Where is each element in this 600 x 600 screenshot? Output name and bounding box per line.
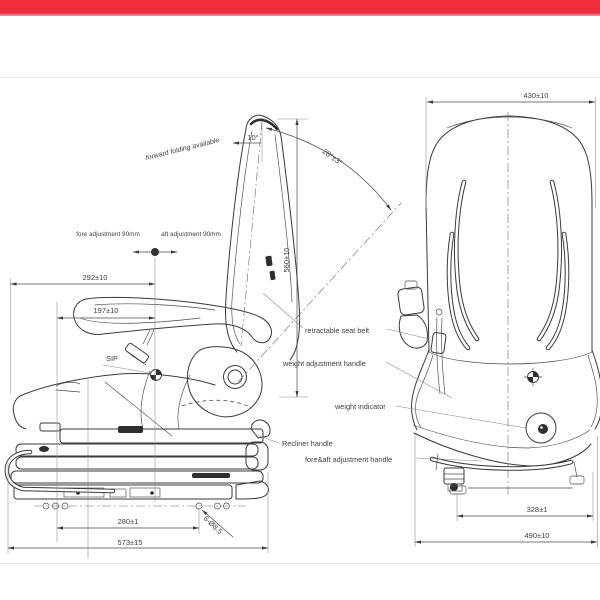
front-view [397, 112, 600, 498]
aft-adjustment-label: aft adjustment 90mm [161, 231, 221, 238]
dim-backrest-width: 430±10 [524, 91, 549, 100]
callout-weight-indicator: weight indicator [334, 402, 386, 411]
dim-mounting-holes: 6-Ø8.5 [202, 514, 225, 536]
sip-label: SIP [106, 354, 118, 363]
side-mounting-holes [34, 502, 246, 510]
side-view [4, 114, 301, 510]
side-base [4, 422, 269, 500]
side-cushion [12, 370, 253, 437]
fore-aft-marker [132, 248, 178, 256]
header-divider [0, 77, 600, 78]
callout-weight-adjustment-handle: weight adjustment handle [282, 359, 366, 368]
front-cushion-base [411, 349, 600, 495]
datum-target-symbol [523, 367, 543, 387]
front-backrest [425, 112, 593, 498]
callout-recliner-handle: Recliner handle [282, 439, 333, 448]
sip-point-symbol [150, 369, 162, 381]
dim-overall-width: 490±10 [525, 531, 550, 540]
callout-retractable-seat-belt: retractable seat belt [305, 326, 369, 335]
fore-adjustment-label: fore adjustment 90mm [76, 231, 140, 238]
weight-indicator-gauge [525, 412, 557, 444]
dim-seat-depth-to-sip: 292±10 [83, 273, 108, 282]
backrest-angle-label: 10° [247, 133, 258, 142]
dim-overall-depth: 573±15 [118, 538, 143, 547]
callout-labels: retractable seat belt weight adjustment … [253, 292, 527, 464]
side-recliner [186, 346, 271, 439]
dim-backrest-height: 560±10 [282, 248, 291, 273]
dim-armrest-to-sip: 197±10 [94, 306, 119, 315]
callout-fore-aft-adjustment-handle: fore&aft adjustment handle [305, 455, 392, 464]
front-seat-belt [397, 280, 447, 395]
top-red-bar [0, 0, 600, 16]
forward-folding-label: forward folding available [145, 137, 220, 162]
footer-divider [0, 563, 600, 564]
recline-range-label: 28°±3° [321, 147, 345, 168]
side-backrest [225, 114, 301, 361]
dim-mounting-width: 328±1 [527, 505, 548, 514]
front-stitch-lines [446, 179, 570, 351]
dim-mounting-hole-pitch: 280±1 [118, 517, 139, 526]
